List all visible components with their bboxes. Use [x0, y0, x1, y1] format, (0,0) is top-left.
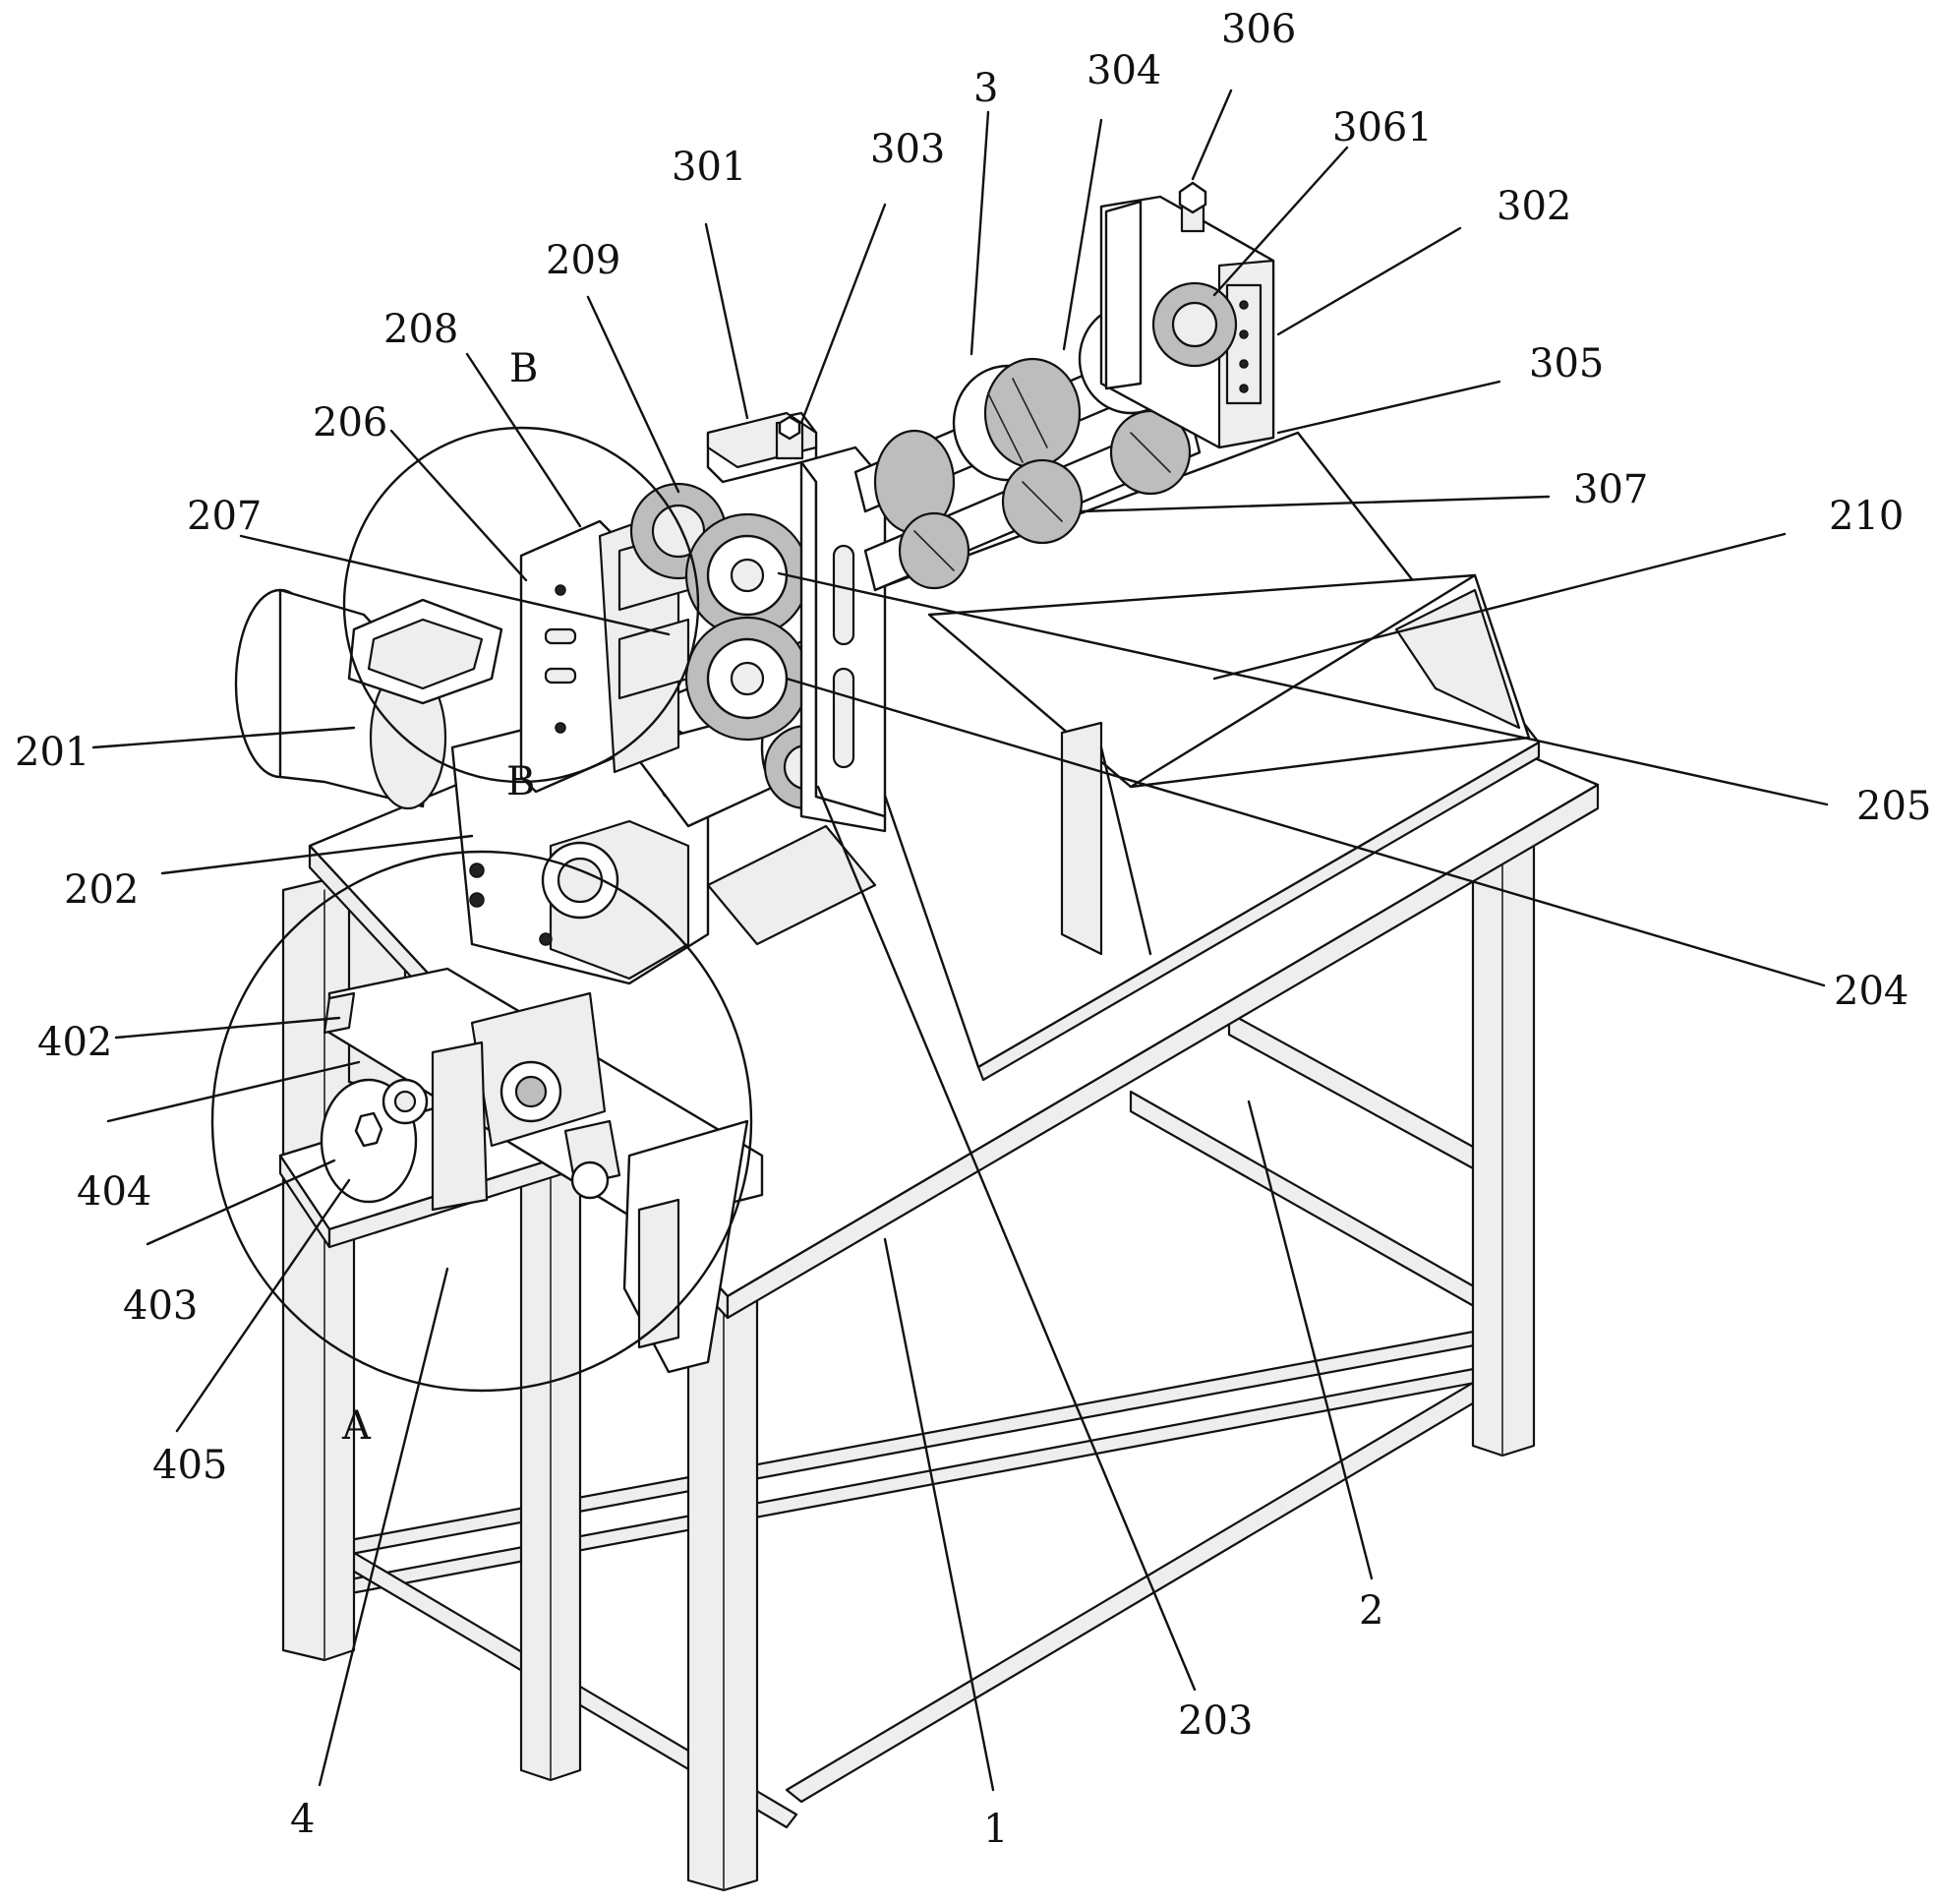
- callout-3: 3: [973, 66, 999, 111]
- roller-drive-plates: [519, 411, 887, 833]
- callout-205: 205: [1856, 784, 1932, 829]
- callout-201: 201: [15, 730, 90, 775]
- callout-307: 307: [1573, 467, 1649, 512]
- callout-403: 403: [123, 1283, 199, 1329]
- leader-210: [1212, 532, 1787, 681]
- leader-305: [1276, 380, 1501, 435]
- callout-302: 302: [1497, 184, 1572, 229]
- leader-202: [160, 834, 474, 875]
- leader-303: [799, 203, 887, 425]
- detail-circle-b: [342, 426, 700, 784]
- leader-306: [1191, 89, 1233, 181]
- leader-204: [785, 677, 1826, 987]
- leader-404: [106, 1060, 361, 1123]
- leader-301: [704, 222, 749, 420]
- leader-3061: [1212, 146, 1349, 297]
- mark-a: A: [342, 1403, 371, 1449]
- leader-405: [175, 1178, 351, 1433]
- callout-405: 405: [152, 1443, 228, 1488]
- discharge-assembly: [320, 967, 764, 1374]
- callout-402: 402: [37, 1020, 113, 1065]
- callout-3061: 3061: [1332, 105, 1433, 150]
- callout-202: 202: [64, 867, 140, 913]
- leader-207: [239, 534, 671, 636]
- callout-209: 209: [546, 238, 621, 283]
- callout-305: 305: [1529, 341, 1605, 387]
- callout-206: 206: [313, 400, 388, 446]
- leader-203: [816, 785, 1197, 1692]
- leader-208: [465, 352, 582, 528]
- detail-circles: [210, 426, 753, 1393]
- leader-307: [1080, 495, 1551, 513]
- leader-2: [1247, 1100, 1374, 1580]
- callout-207: 207: [187, 494, 263, 539]
- leader-206: [389, 429, 528, 582]
- callout-304: 304: [1086, 48, 1162, 93]
- leader-4: [318, 1267, 449, 1787]
- callout-2: 2: [1359, 1588, 1384, 1634]
- callout-204: 204: [1834, 969, 1909, 1014]
- mark-b-inner: B: [506, 759, 536, 804]
- callout-404: 404: [77, 1169, 152, 1215]
- callout-303: 303: [870, 127, 946, 172]
- callout-306: 306: [1221, 7, 1297, 52]
- detail-circle-a: [210, 850, 753, 1393]
- leader-205: [777, 571, 1829, 806]
- callout-4: 4: [290, 1797, 316, 1842]
- callout-203: 203: [1178, 1698, 1254, 1744]
- leader-1: [883, 1237, 995, 1792]
- callout-301: 301: [672, 145, 747, 190]
- leader-302: [1276, 226, 1462, 336]
- rear-bearing-block: [1099, 181, 1275, 449]
- leader-3: [969, 110, 990, 356]
- leader-402: [114, 1016, 341, 1040]
- tray-assembly: [819, 431, 1541, 1082]
- leader-lines: [91, 89, 1829, 1792]
- callout-208: 208: [383, 307, 459, 352]
- leader-201: [91, 726, 356, 749]
- leader-304: [1062, 118, 1103, 351]
- callout-210: 210: [1829, 494, 1905, 539]
- callout-1: 1: [983, 1807, 1009, 1852]
- mark-b-top: B: [509, 346, 539, 391]
- leader-209: [586, 295, 680, 494]
- leader-403: [146, 1159, 336, 1246]
